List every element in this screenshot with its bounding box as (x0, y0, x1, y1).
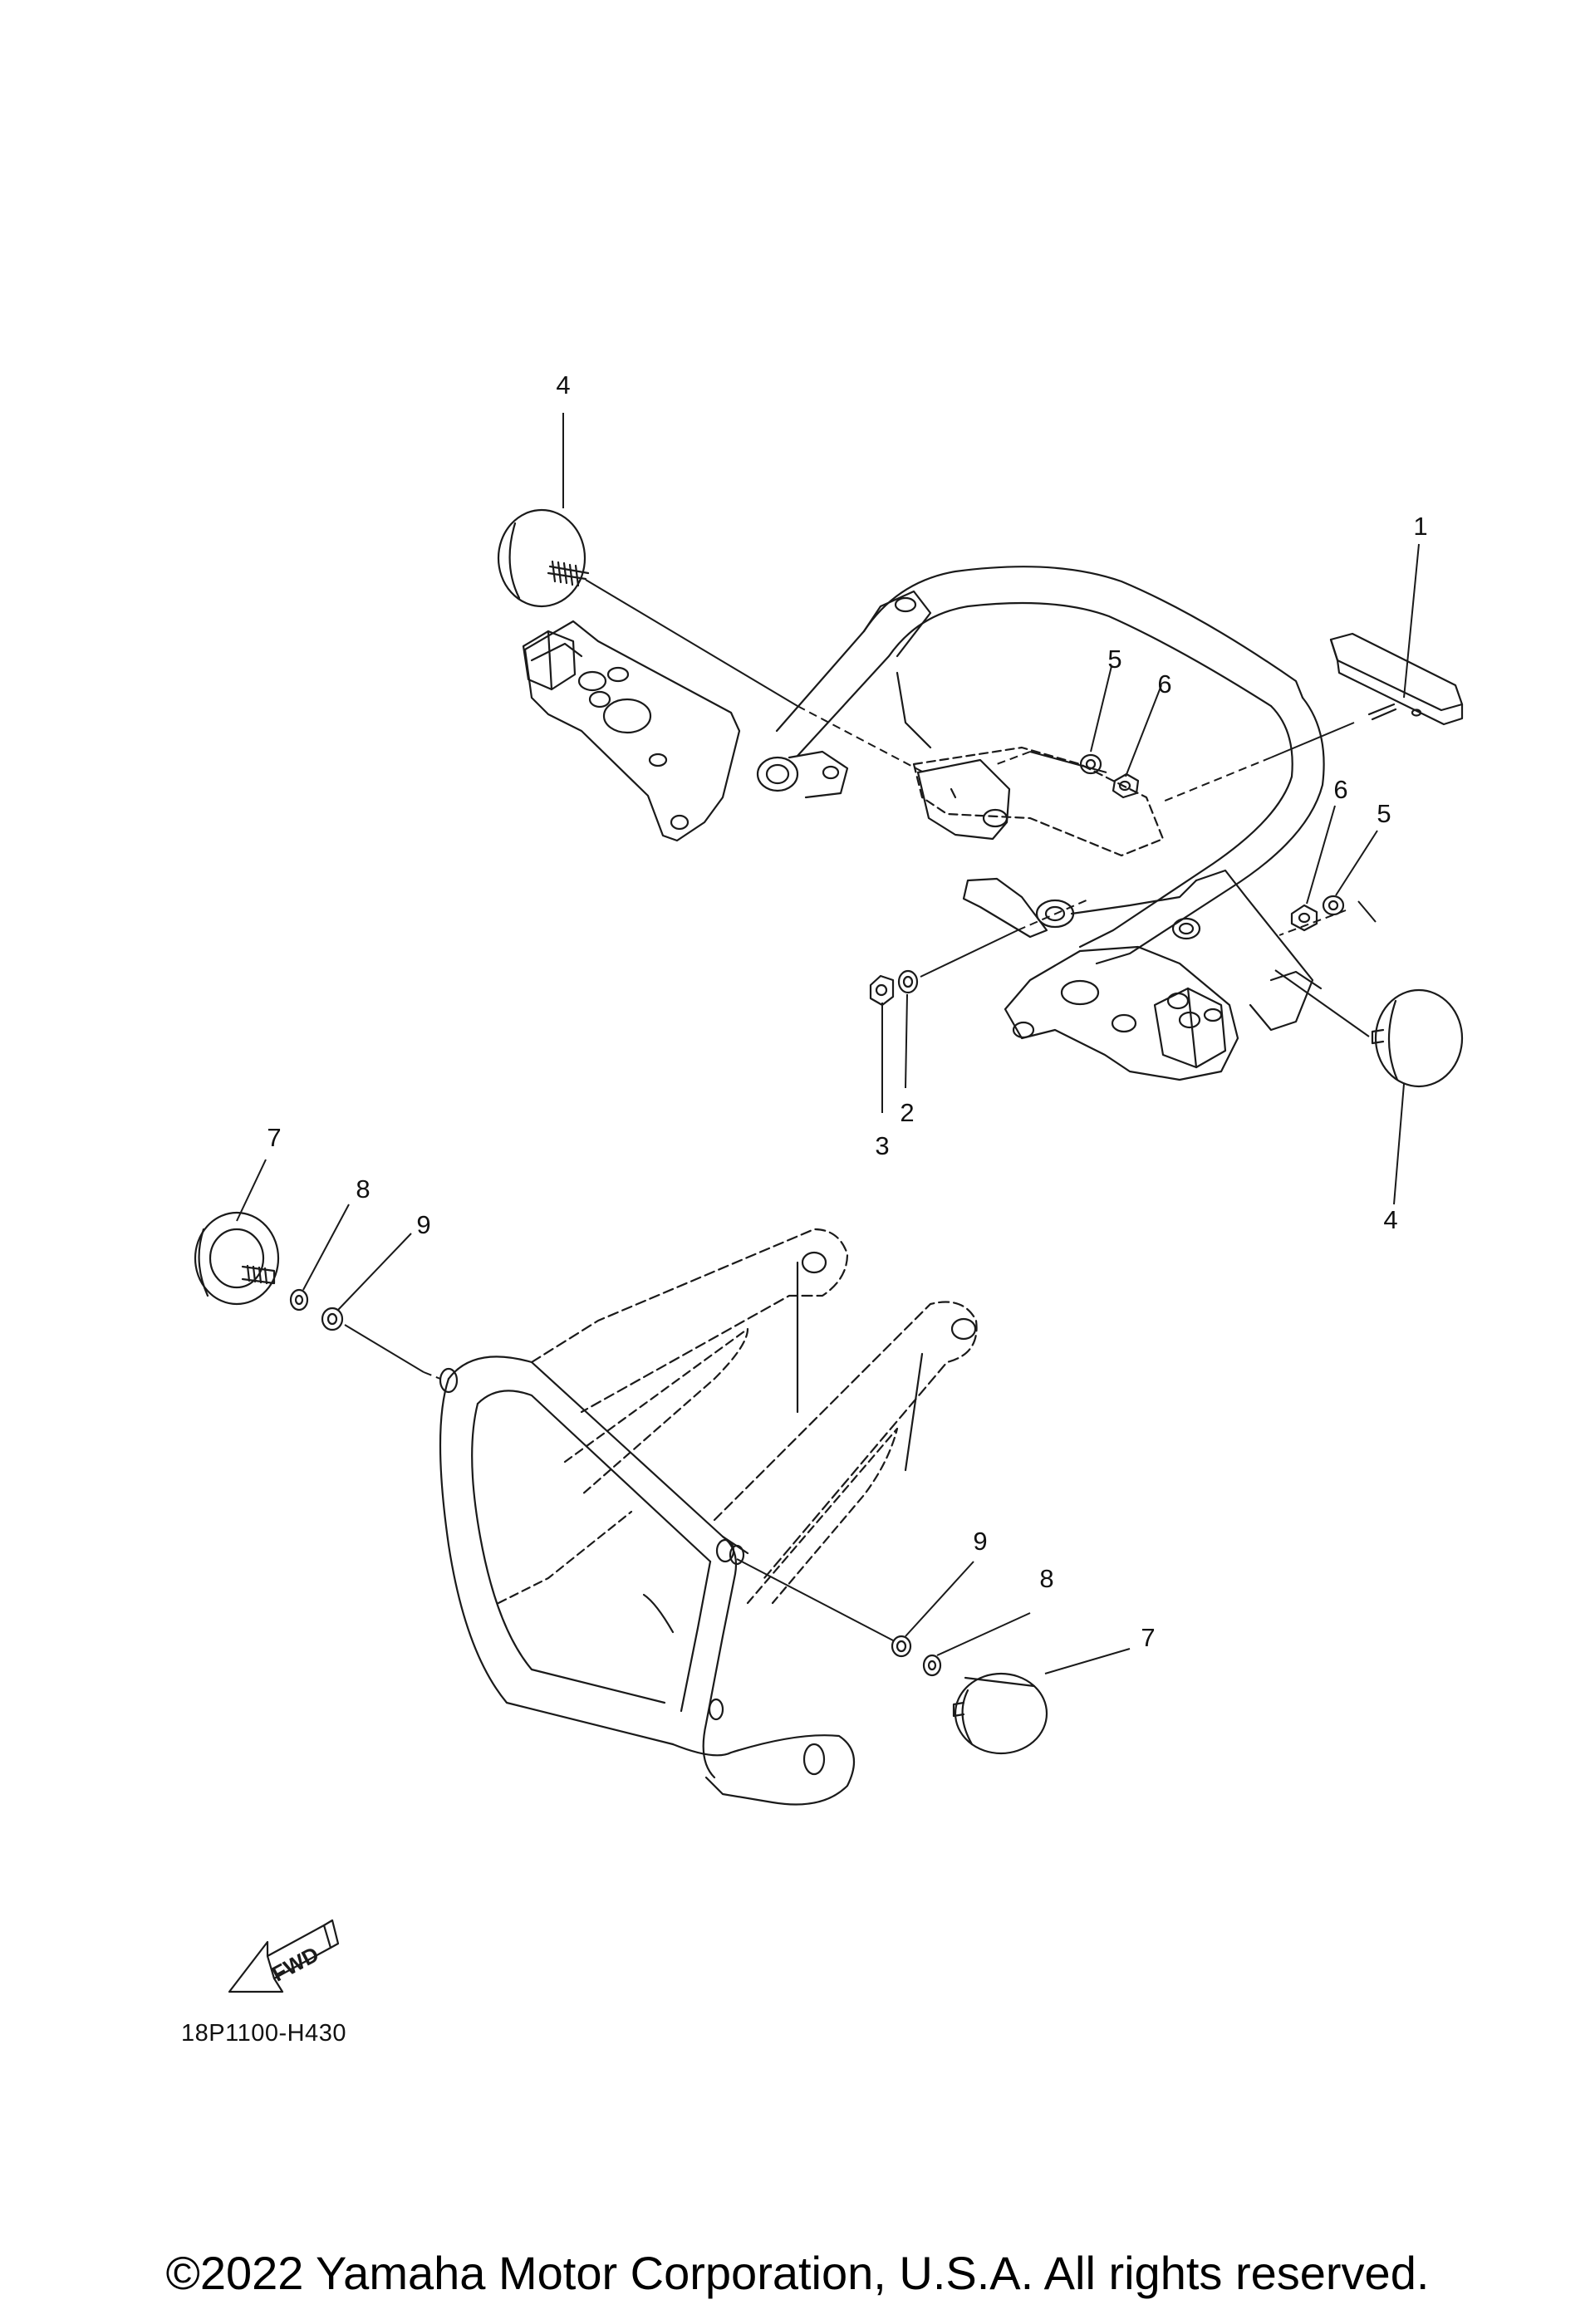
callout-6-right: 6 (1333, 775, 1348, 804)
callout-8-left: 8 (356, 1174, 371, 1204)
fwd-arrow-icon (228, 1919, 340, 1993)
round-reflector-left (497, 508, 590, 608)
callout-4-top: 4 (556, 370, 571, 400)
callout-5-right: 5 (1377, 799, 1391, 828)
callout-7-left: 7 (267, 1123, 282, 1152)
callout-4-bottom: 4 (1383, 1205, 1398, 1234)
front-reflector-right (952, 1672, 1048, 1755)
callout-2: 2 (900, 1098, 915, 1127)
fastener-parts-top (869, 753, 1345, 1007)
front-bumper-frame (439, 1228, 978, 1806)
drawing-code: 18P1100-H430 (181, 2020, 346, 2047)
callout-9-right: 9 (973, 1527, 988, 1556)
callout-3: 3 (875, 1131, 890, 1160)
callout-7-right: 7 (1141, 1623, 1156, 1652)
callout-1: 1 (1413, 512, 1428, 541)
copyright-notice: ©2022 Yamaha Motor Corporation, U.S.A. A… (165, 2247, 1430, 2299)
front-reflector-left (194, 1211, 280, 1306)
leader-lines (236, 413, 1420, 1674)
fwd-label: FWD (267, 1941, 322, 1986)
callout-8-right: 8 (1039, 1564, 1054, 1593)
callout-6-center: 6 (1157, 669, 1172, 699)
callout-5-center: 5 (1107, 645, 1122, 674)
fastener-parts-bottom (289, 1288, 942, 1677)
rectangular-reflector (1329, 632, 1464, 726)
round-reflector-right (1371, 988, 1464, 1088)
rear-bumper-frame (522, 566, 1325, 1081)
callout-9-left: 9 (416, 1210, 431, 1239)
